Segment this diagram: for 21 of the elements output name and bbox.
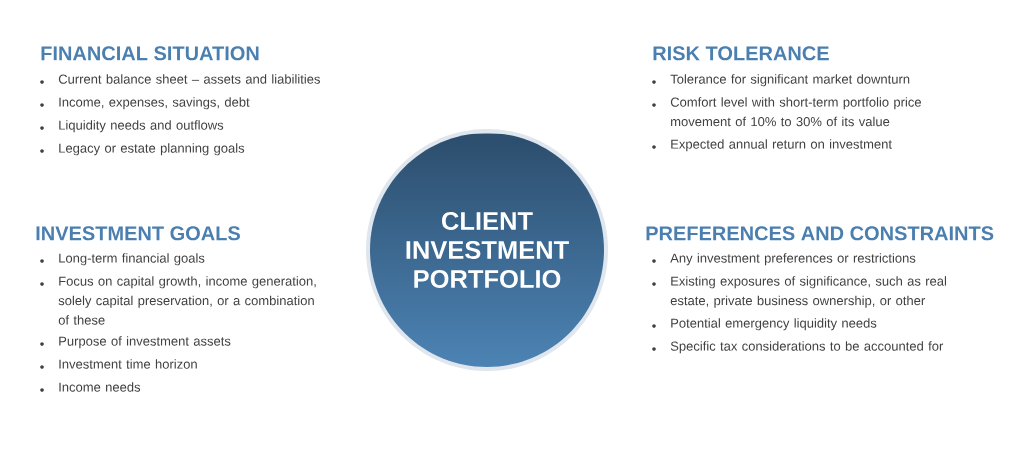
bullet-item: Existing exposures of significance, such as real estate, private business ownership, or other xyxy=(652,276,946,308)
bullet-item: Long-term financial goals xyxy=(40,253,205,266)
bullet-item: Investment time horizon xyxy=(40,359,197,369)
bullet-item: Liquidity needs and outflows xyxy=(40,120,224,133)
section-heading: PREFERENCES AND CONSTRAINTS xyxy=(646,226,994,241)
section-heading: INVESTMENT GOALS xyxy=(36,226,240,241)
bullet-item: Current balance sheet – assets and liabilities xyxy=(40,74,320,84)
bullet-item: Purpose of investment assets xyxy=(40,336,231,349)
bullet-item: Expected annual return on investment xyxy=(652,139,892,152)
bullet-item: Any investment preferences or restrictions xyxy=(652,253,916,266)
bullet-item: Specific tax considerations to be accounted for xyxy=(652,341,944,354)
bullet-item: Comfort level with short-term portfolio price movement of 10% to 30% of its value xyxy=(652,97,921,127)
bullet-item: Potential emergency liquidity needs xyxy=(652,318,877,331)
bullet-item: Focus on capital growth, income generation, solely capital preservation, or a combination of these xyxy=(40,276,316,325)
bullet-item: Legacy or estate planning goals xyxy=(40,143,245,156)
section-heading: RISK TOLERANCE xyxy=(653,46,829,61)
section-heading: FINANCIAL SITUATION xyxy=(41,46,259,61)
circle-node: CLIENT INVESTMENT PORTFOLIO xyxy=(366,129,608,371)
bullet-item: Tolerance for significant market downturn xyxy=(652,74,910,87)
bullet-item: Income needs xyxy=(40,382,141,392)
bullet-item: Income, expenses, savings, debt xyxy=(40,97,250,110)
